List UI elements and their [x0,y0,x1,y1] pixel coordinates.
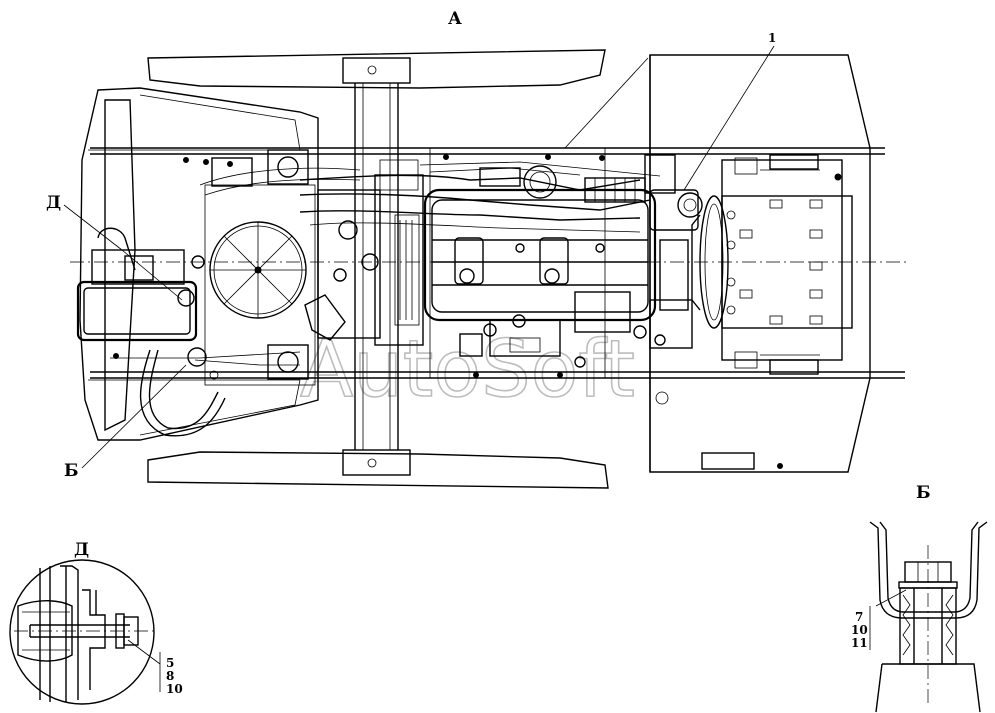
left-frame [79,87,319,441]
detail-d-part-5: 5 [166,656,174,670]
hose-upper [97,227,136,271]
callout-1-label: 1 [768,31,776,45]
top-fender [147,49,606,89]
engine-block [423,188,666,368]
view-d-label: Д [46,193,61,213]
view-b-label: Б [64,461,79,481]
detail-d-part-8: 8 [166,669,174,683]
detail-d-view: Д 5 8 10 [9,540,183,705]
detail-d-title: Д [74,540,89,560]
main-plan-view [70,49,910,489]
view-a-label: А [448,9,462,29]
bottom-fender [147,451,609,489]
detail-d-part-10: 10 [166,682,183,696]
fan [209,221,307,319]
front-pulley [691,195,729,329]
callout-1-leader [683,45,775,191]
top-hub [342,57,411,84]
transmission-housing [304,159,424,346]
battery-box [76,249,205,342]
bottom-hub [342,449,411,476]
detail-b-title: Б [916,483,931,503]
front-radiator-frame [564,54,871,473]
detail-b-part-10: 10 [851,623,868,637]
detail-b-part-11: 11 [851,636,868,650]
detail-b-view: Б 7 10 11 [851,483,988,713]
detail-b-part-7: 7 [855,610,863,624]
